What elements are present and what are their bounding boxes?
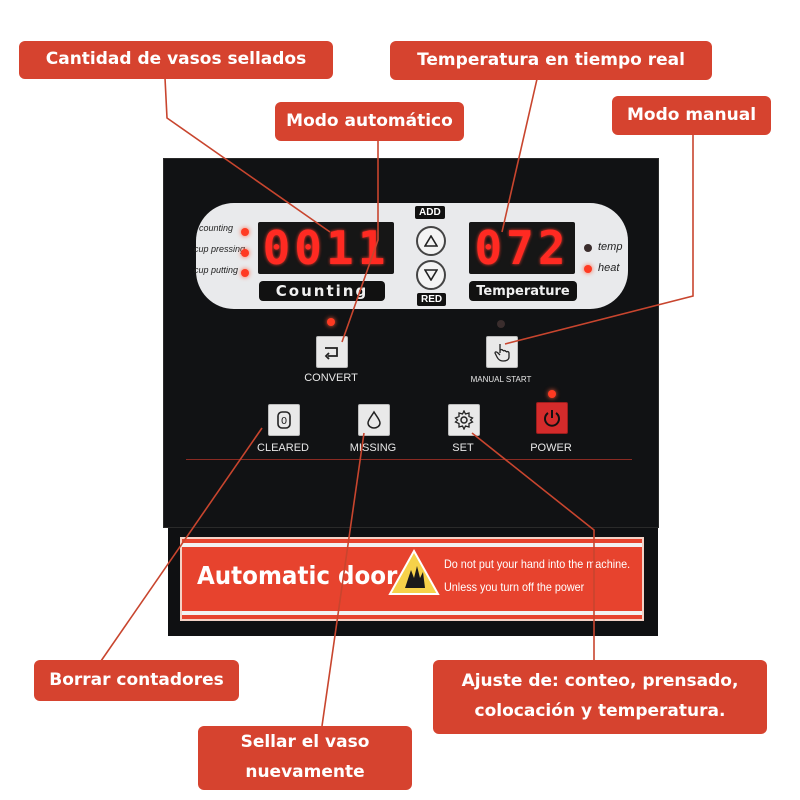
callout-sealed-count: Cantidad de vasos sellados [19,41,333,79]
warning-line-1: Do not put your hand into the machine. [444,557,631,571]
manual-start-label: MANUAL START [470,375,532,384]
callout-real-temp-text: Temperatura en tiempo real [417,49,685,70]
callout-reseal: Sellar el vaso nuevamente [198,726,412,790]
red-button[interactable] [416,260,446,290]
led-power [548,390,556,398]
missing-label: MISSING [349,442,397,454]
counter-display: 0011 [258,221,394,275]
triangle-up-icon [424,235,438,247]
led-counting [241,228,249,236]
set-label: SET [452,442,474,454]
callout-manual-mode: Modo manual [612,96,771,135]
convert-label: CONVERT [304,372,358,384]
callout-auto-mode: Modo automático [275,102,464,141]
panel-divider [186,459,632,460]
indicator-label-heat: heat [598,262,620,274]
drop-icon [367,410,381,429]
hand-pointer-icon [494,344,510,362]
set-button[interactable] [448,404,480,436]
callout-sealed-count-text: Cantidad de vasos sellados [45,49,307,70]
cleared-button[interactable]: 0 [268,404,300,436]
callout-settings: Ajuste de: conteo, prensado, colocación … [433,660,767,734]
gear-icon [454,410,474,430]
led-cup-pressing [241,249,249,257]
led-cup-putting [241,269,249,277]
hand-warning-icon [388,548,440,595]
red-label: RED [417,293,447,306]
callout-settings-line2: colocación y temperatura. [474,701,726,721]
side-label-cup-putting: cup putting [194,265,239,275]
power-icon [544,410,560,427]
cleared-label: CLEARED [257,442,309,454]
callout-auto-mode-text: Modo automático [286,110,453,131]
warning-line-2: Unless you turn off the power [444,580,585,594]
callout-reseal-line2: nuevamente [245,762,365,782]
temperature-label: Temperature [469,281,577,301]
convert-button[interactable] [316,336,348,368]
sticker-band-bottom [182,611,642,615]
power-label: POWER [530,442,572,454]
return-arrow-icon [324,347,338,360]
callout-manual-mode-text: Modo manual [626,104,757,125]
triangle-down-icon [424,269,438,281]
callout-clear-counters: Borrar contadores [34,660,239,701]
missing-button[interactable] [358,404,390,436]
callout-reseal-line1: Sellar el vaso [240,732,370,753]
sticker-band-top [182,543,642,547]
automatic-door-title: Automatic door [197,561,398,590]
led-temp [584,244,592,252]
side-label-counting: counting [199,223,234,233]
add-label: ADD [415,206,445,219]
power-button[interactable] [536,402,568,434]
led-heat [584,265,592,273]
zero-icon: 0 [277,411,291,429]
side-label-cup-pressing: cup pressing [194,244,246,254]
callout-settings-line1: Ajuste de: conteo, prensado, [461,671,739,692]
svg-text:0: 0 [281,416,287,427]
led-convert [327,318,335,326]
callout-clear-counters-text: Borrar contadores [49,669,224,690]
manual-start-button[interactable] [486,336,518,368]
counter-label: Counting [259,281,385,301]
callout-real-temp: Temperatura en tiempo real [390,41,712,80]
temperature-display: 072 [469,221,575,275]
add-button[interactable] [416,226,446,256]
indicator-label-temp: temp [598,241,623,253]
led-manual-start [497,320,505,328]
